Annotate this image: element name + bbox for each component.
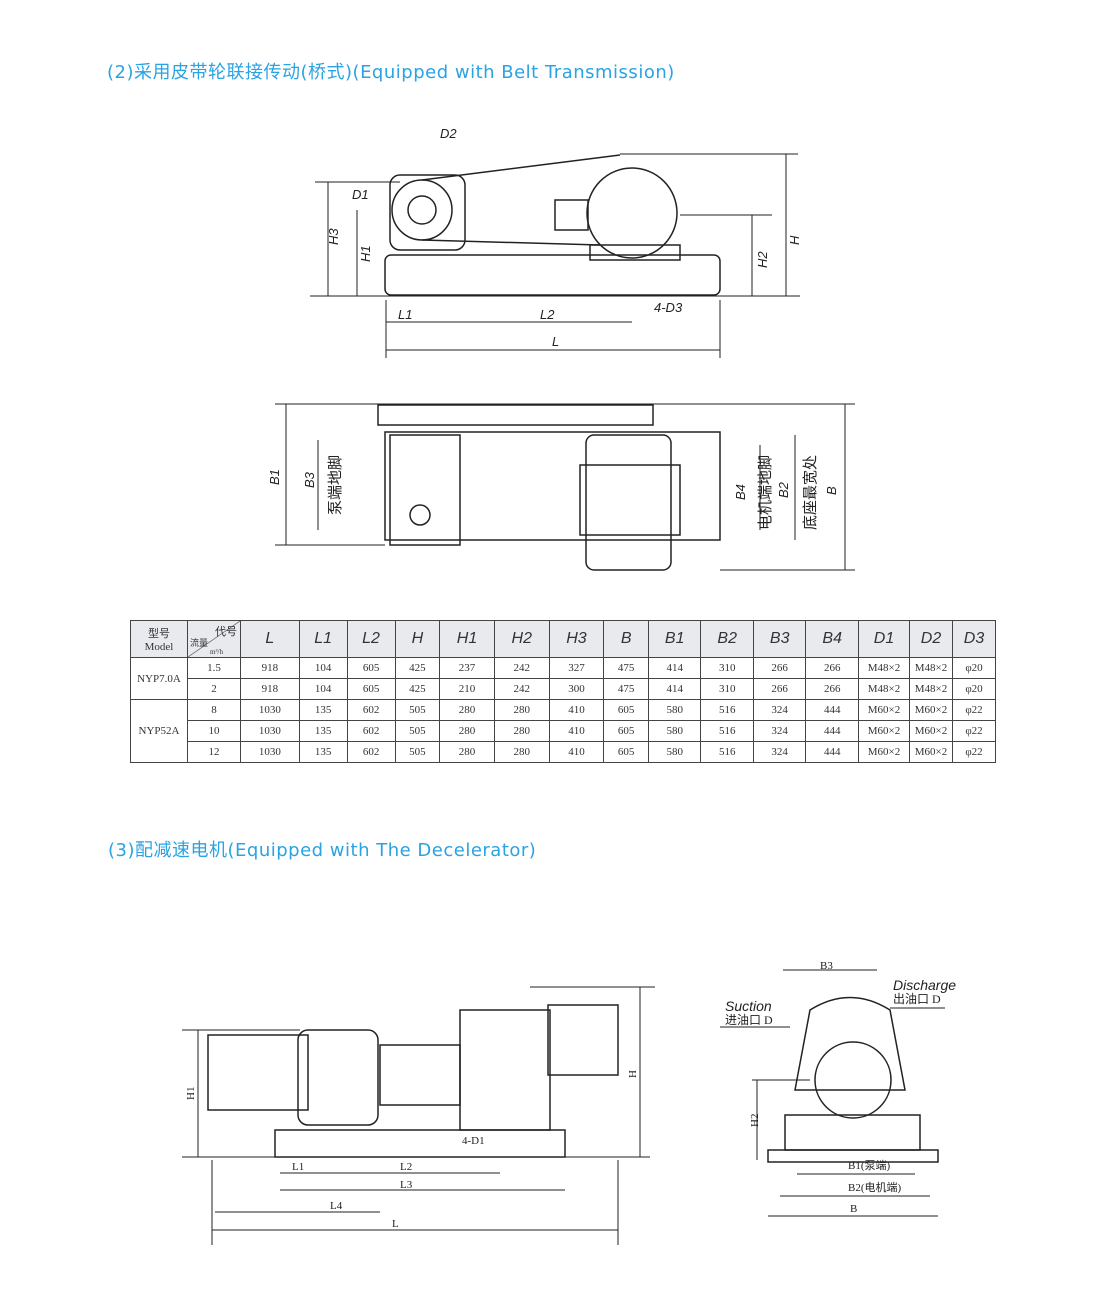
col-header: H3 [548,620,605,658]
label-b3: B3 [820,960,833,972]
label-b3-cn: 泵端地脚 [327,455,344,515]
top-view-drawing [275,403,855,571]
label-h: H [627,1070,639,1078]
label-b2-cn: 底座最宽处 [802,455,819,530]
value-cell: 280 [493,741,550,763]
decelerator-front-view [720,969,945,1217]
value-cell: 516 [700,741,754,763]
col-header: L1 [298,620,348,658]
value-cell: φ22 [952,741,996,763]
value-cell: M48×2 [909,678,953,700]
label-h2: H2 [749,1114,761,1127]
col-header: B3 [752,620,807,658]
label-b3: B3 [302,471,317,488]
value-cell: 505 [394,741,441,763]
value-cell: M48×2 [858,657,910,679]
label-b4-cn: 电机端地脚 [757,455,774,530]
value-cell: 580 [647,699,702,721]
value-cell: 410 [548,699,605,721]
label-l: L [552,334,559,349]
value-cell: 104 [298,678,348,700]
value-cell: M60×2 [909,720,953,742]
label-l1: L1 [292,1161,304,1173]
col-header: L [240,620,300,658]
label-h3: H3 [326,228,341,245]
model-cell: NYP7.0A [130,657,188,700]
label-suction-cn: 进油口 D [725,1013,773,1027]
col-header: B4 [805,620,859,658]
label-d1: D1 [352,187,369,202]
value-cell: 280 [493,699,550,721]
col-header: B [603,620,649,658]
label-discharge: Discharge [893,977,956,993]
label-h1: H1 [185,1087,197,1100]
value-cell: 1030 [240,741,300,763]
col-header: H [394,620,441,658]
label-h1: H1 [358,245,373,262]
value-cell: 516 [700,699,754,721]
label-discharge-cn: 出油口 D [893,992,941,1006]
label-h2: H2 [755,251,770,268]
label-l4: L4 [330,1200,343,1212]
side-view-drawing [310,153,800,358]
label-l3: L3 [400,1179,413,1191]
col-header: B1 [647,620,702,658]
value-cell: M60×2 [858,741,910,763]
decelerator-side-view [182,986,655,1245]
label-b2: B2(电机端) [848,1180,901,1194]
label-l2: L2 [540,307,555,322]
value-cell: 414 [647,678,702,700]
value-cell: 605 [603,741,649,763]
value-cell: 602 [346,741,396,763]
col-header: H1 [439,620,495,658]
value-cell: 237 [439,657,495,679]
col-header: B2 [700,620,754,658]
value-cell: M60×2 [858,720,910,742]
label-d2: D2 [440,126,457,141]
label-l: L [392,1218,399,1230]
value-cell: 280 [439,741,495,763]
value-cell: 135 [298,741,348,763]
label-l1: L1 [398,307,412,322]
label-d3: 4-D3 [654,300,683,315]
col-header: L2 [346,620,396,658]
value-cell: 135 [298,699,348,721]
value-cell: 324 [752,741,807,763]
flow-code-header: 代号 流量 m³/h [187,620,241,658]
label-b: B [850,1203,857,1215]
value-cell: 444 [805,741,859,763]
belt-transmission-drawings: D2 D1 H3 H1 H2 H L1 L2 4-D3 L B1 B3 泵端地脚… [267,126,855,571]
label-b1: B1 [267,469,282,485]
value-cell: 310 [700,657,754,679]
label-l2: L2 [400,1161,412,1173]
value-cell: 410 [548,741,605,763]
flow-cell: 12 [187,741,241,763]
label-b: B [824,486,839,495]
value-cell: 410 [548,720,605,742]
label-b4: B4 [733,484,748,500]
label-h: H [787,235,802,245]
label-suction: Suction [725,998,772,1014]
section-2-title: (2)采用皮带轮联接传动(桥式)(Equipped with Belt Tran… [107,62,675,83]
label-b1: B1(泵端) [848,1159,890,1172]
value-cell: φ20 [952,657,996,679]
section-3-title: (3)配减速电机(Equipped with The Decelerator) [108,840,537,861]
col-header: D1 [858,620,910,658]
label-4-d1: 4-D1 [462,1135,485,1147]
model-cell: NYP52A [130,699,188,763]
label-b2: B2 [776,481,791,498]
col-header: H2 [493,620,550,658]
value-cell: 266 [752,657,807,679]
col-header: D2 [909,620,953,658]
